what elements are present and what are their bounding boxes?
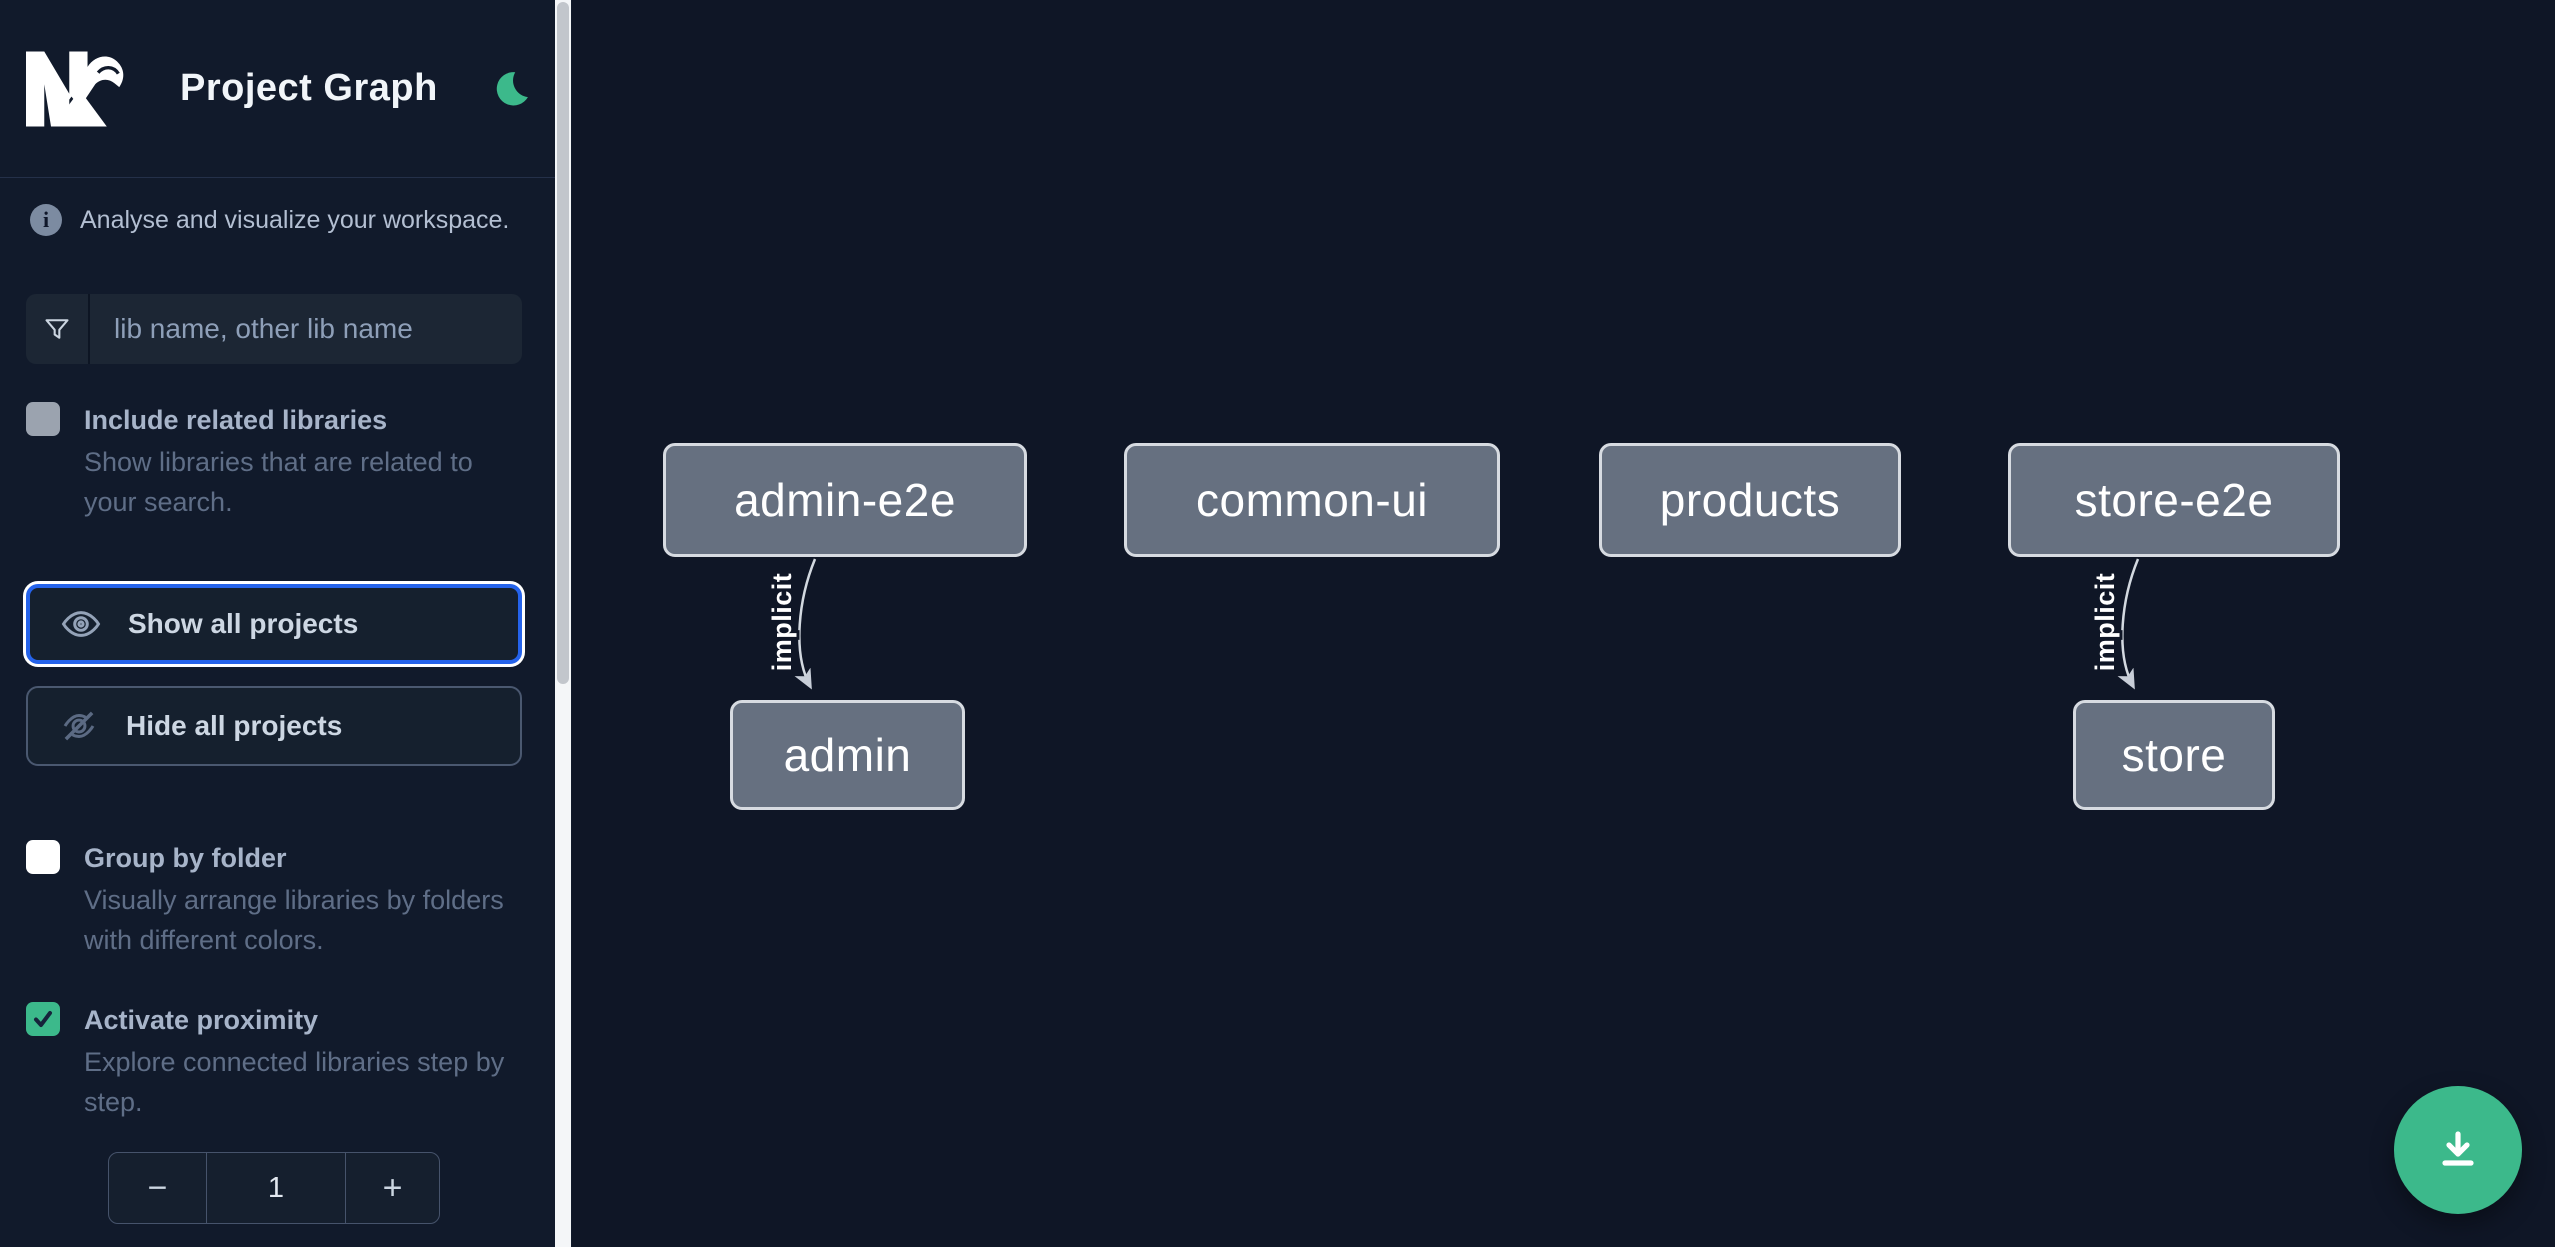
toggle-title[interactable]: Include related libraries bbox=[84, 405, 388, 435]
node-common-ui[interactable]: common-ui bbox=[1124, 443, 1500, 557]
graph-edges: implicit implicit bbox=[764, 558, 2140, 690]
increment-button[interactable]: + bbox=[346, 1153, 439, 1223]
decrement-button[interactable]: − bbox=[109, 1153, 206, 1223]
toggle-title[interactable]: Activate proximity bbox=[84, 1005, 319, 1035]
scrollbar-thumb[interactable] bbox=[557, 2, 569, 684]
toggle-include-related: Include related libraries Show libraries… bbox=[0, 400, 556, 522]
edge-store-e2e-to-store: implicit bbox=[2087, 558, 2140, 690]
toggle-group-by-folder: Group by folder Visually arrange librari… bbox=[0, 838, 556, 960]
tagline-text: Analyse and visualize your workspace. bbox=[80, 205, 510, 234]
check-icon bbox=[34, 1011, 52, 1027]
toggle-title[interactable]: Group by folder bbox=[84, 843, 287, 873]
info-icon: i bbox=[30, 204, 62, 236]
toggle-description: Show libraries that are related to your … bbox=[84, 447, 473, 517]
toggle-description: Visually arrange libraries by folders wi… bbox=[84, 885, 504, 955]
proximity-depth-stepper: − 1 + bbox=[108, 1152, 440, 1224]
edge-label: implicit bbox=[767, 573, 797, 672]
nx-logo bbox=[26, 51, 124, 126]
toggle-activate-proximity: Activate proximity Explore connected lib… bbox=[0, 1000, 556, 1122]
include-related-checkbox[interactable] bbox=[26, 402, 60, 436]
hide-all-projects-button[interactable]: Hide all projects bbox=[26, 686, 522, 766]
library-search-input[interactable] bbox=[90, 294, 522, 364]
download-graph-button[interactable] bbox=[2394, 1086, 2522, 1214]
node-admin-e2e[interactable]: admin-e2e bbox=[663, 443, 1027, 557]
theme-toggle-button[interactable] bbox=[488, 64, 538, 114]
graph-canvas[interactable]: implicit implicit admin-e2e common-ui pr… bbox=[572, 0, 2555, 1247]
workspace-info-row: i Analyse and visualize your workspace. bbox=[0, 178, 556, 236]
node-store-e2e[interactable]: store-e2e bbox=[2008, 443, 2340, 557]
eye-icon bbox=[61, 611, 101, 637]
page-title: Project Graph bbox=[180, 67, 438, 109]
activate-proximity-checkbox[interactable] bbox=[26, 1002, 60, 1036]
toggle-description: Explore connected libraries step by step… bbox=[84, 1047, 505, 1117]
library-filter-box bbox=[26, 294, 522, 364]
node-products[interactable]: products bbox=[1599, 443, 1901, 557]
sidebar: Project Graph i Analyse and visualize yo… bbox=[0, 0, 572, 1247]
eye-off-icon bbox=[63, 711, 95, 741]
button-label: Hide all projects bbox=[126, 710, 343, 741]
funnel-filter-icon bbox=[26, 294, 90, 364]
button-label: Show all projects bbox=[128, 608, 359, 639]
depth-value: 1 bbox=[206, 1153, 346, 1223]
moon-icon bbox=[496, 71, 528, 105]
edge-label: implicit bbox=[2090, 573, 2120, 672]
node-store[interactable]: store bbox=[2073, 700, 2275, 810]
show-all-projects-button[interactable]: Show all projects bbox=[26, 584, 522, 664]
sidebar-header: Project Graph bbox=[0, 0, 556, 178]
sidebar-scrollbar bbox=[555, 0, 571, 1247]
edge-admin-e2e-to-admin: implicit bbox=[764, 558, 817, 690]
download-icon bbox=[2442, 1131, 2474, 1166]
node-admin[interactable]: admin bbox=[730, 700, 965, 810]
group-by-folder-checkbox[interactable] bbox=[26, 840, 60, 874]
